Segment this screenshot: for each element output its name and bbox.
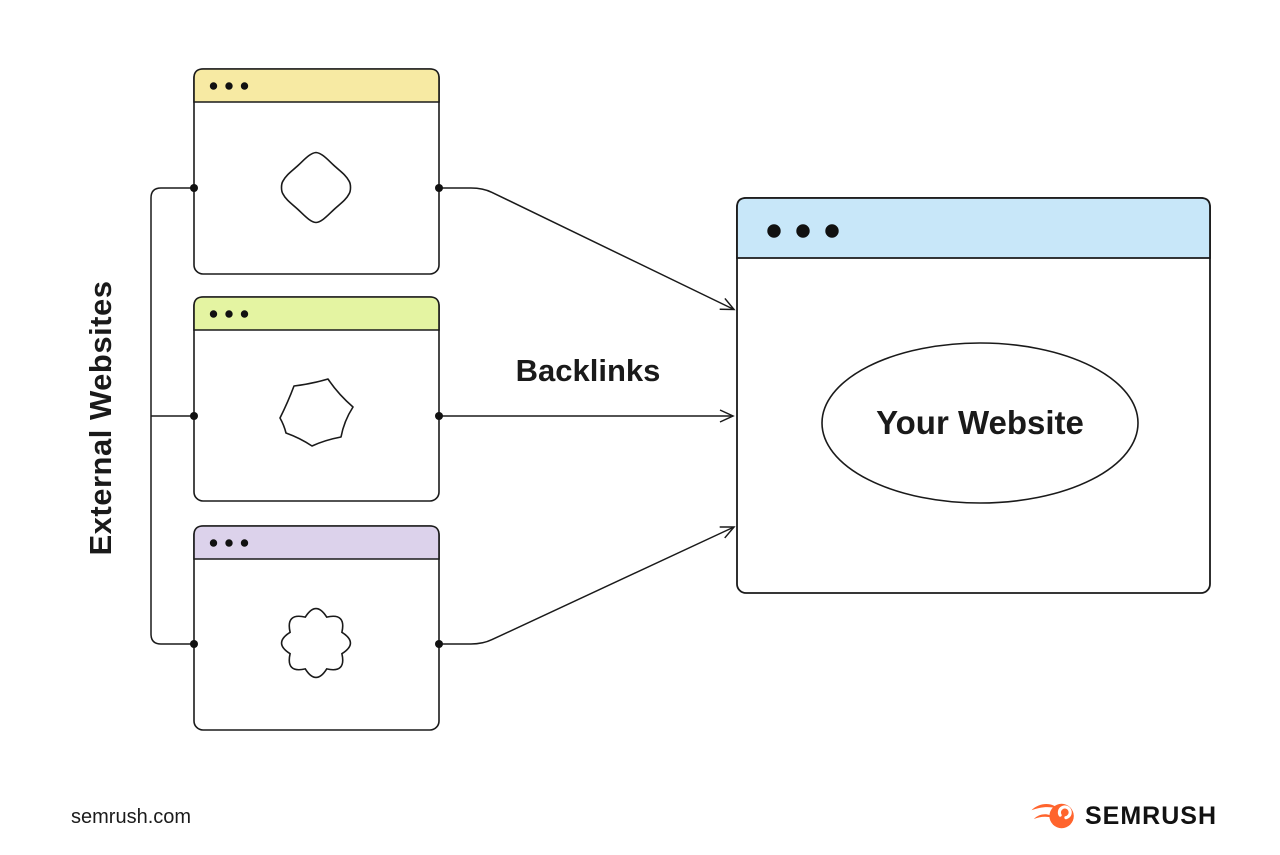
window-dot xyxy=(209,310,218,318)
flame-trail-top xyxy=(1031,803,1057,811)
semrush-wordmark: SEMRUSH xyxy=(1085,802,1218,830)
window-dot xyxy=(240,539,249,547)
window-control-dots xyxy=(209,82,249,90)
connector-dot xyxy=(435,640,443,648)
your-website-ellipse xyxy=(821,342,1139,504)
backlink-arrow-top xyxy=(439,187,736,311)
source-url-text: semrush.com xyxy=(71,806,192,828)
window-dot xyxy=(796,224,810,238)
window-dot xyxy=(209,539,218,547)
window-dot xyxy=(825,224,839,238)
connector-dot xyxy=(190,184,198,192)
connector-dot xyxy=(190,640,198,648)
diamond-blob-icon xyxy=(280,151,352,224)
external-website-window-3 xyxy=(193,525,440,731)
window-control-dots xyxy=(767,224,839,238)
window-dot xyxy=(240,82,249,90)
window-dot xyxy=(240,310,249,318)
window-dot xyxy=(225,82,233,90)
connector-dots xyxy=(190,184,443,648)
window-control-dots xyxy=(209,310,249,318)
window-header-bar xyxy=(193,296,440,331)
your-website-label: Your Website xyxy=(876,404,1084,441)
external-website-window-1 xyxy=(193,68,440,275)
your-website-window xyxy=(736,197,1211,594)
backlink-arrow-bottom xyxy=(439,526,736,645)
fireball-highlight-ring xyxy=(1057,805,1072,820)
connector-dot xyxy=(435,184,443,192)
window-dot xyxy=(225,539,233,547)
flower-blob-icon xyxy=(280,607,352,679)
fireball xyxy=(1049,803,1074,829)
window-dot xyxy=(767,224,781,238)
backlinks-label: Backlinks xyxy=(515,353,661,388)
connector-dot xyxy=(190,412,198,420)
flame-trail-bottom xyxy=(1033,814,1053,819)
star-blob-icon xyxy=(279,378,354,447)
window-control-dots xyxy=(209,539,249,547)
window-dot xyxy=(225,310,233,318)
window-header-bar xyxy=(193,68,440,103)
external-websites-label: External Websites xyxy=(83,280,118,556)
window-header-bar xyxy=(193,525,440,560)
semrush-fireball-icon xyxy=(1031,803,1074,829)
connector-dot xyxy=(435,412,443,420)
window-header-bar xyxy=(736,197,1211,259)
semrush-logo: SEMRUSH xyxy=(1030,802,1217,830)
window-dot xyxy=(209,82,218,90)
external-website-window-2 xyxy=(193,296,440,502)
